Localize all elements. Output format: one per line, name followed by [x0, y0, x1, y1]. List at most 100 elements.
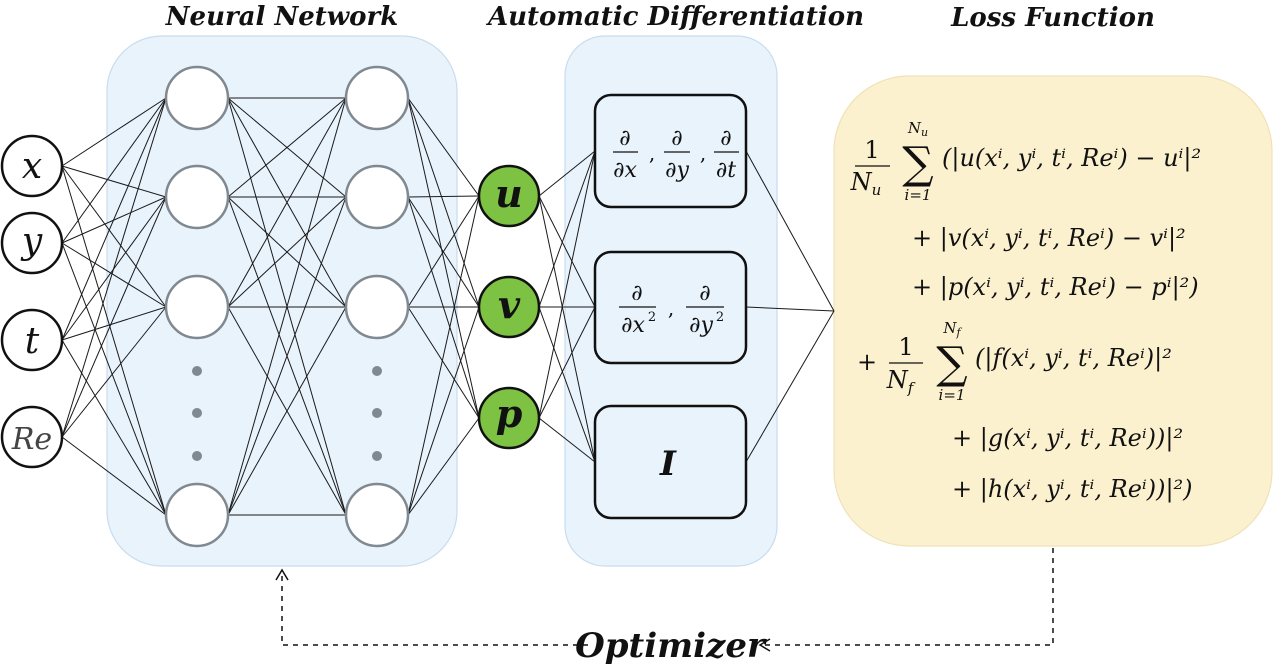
loss-formula: 1 Nu Nu ∑ i=1 (|u(xⁱ, yⁱ, tⁱ, Reⁱ) − uⁱ|…	[850, 119, 1201, 504]
connection-line	[538, 150, 596, 419]
connection-line	[227, 196, 347, 308]
hidden-node	[344, 274, 410, 340]
partial-den-y2: ∂y	[689, 313, 713, 338]
connection-line	[61, 165, 167, 198]
connection-line	[407, 195, 480, 198]
connection-line	[61, 97, 167, 167]
partial-den-x2: ∂x	[621, 313, 645, 338]
connection-line	[538, 150, 596, 308]
identity-label: I	[659, 444, 677, 484]
hidden-node	[344, 65, 410, 131]
output-node-v: v	[477, 275, 541, 339]
input-node-t: t	[0, 308, 64, 372]
connection-line	[407, 417, 480, 516]
output-label-v: v	[498, 282, 521, 327]
partial-num: ∂	[671, 126, 682, 151]
connection-line	[407, 97, 480, 419]
input-node-y: y	[0, 211, 64, 275]
hidden-node	[164, 274, 230, 340]
output-node-u: u	[477, 164, 541, 228]
hidden-node	[164, 482, 230, 548]
sum-upper-f: Nf	[942, 319, 962, 339]
loss-line-u: (|u(xⁱ, yⁱ, tⁱ, Reⁱ) − uⁱ|²	[942, 144, 1201, 173]
partial-num: ∂	[631, 281, 642, 306]
hidden-layer-2	[344, 65, 410, 548]
input-label-y: y	[20, 221, 43, 262]
sum-upper-u: Nu	[907, 119, 928, 139]
connection-line	[227, 306, 347, 516]
svg-text:,: ,	[649, 141, 655, 165]
output-label-u: u	[495, 171, 523, 216]
loss-frac-one-f: 1	[898, 333, 913, 361]
optimizer-label: Optimizer	[575, 626, 767, 666]
hidden-layer-2-ellipsis	[372, 366, 382, 461]
connection-line	[61, 97, 167, 438]
partial-den-t: ∂t	[716, 158, 736, 183]
connection-line	[227, 97, 347, 516]
connection-line	[407, 306, 480, 516]
input-label-t: t	[25, 321, 40, 362]
connection-line	[538, 417, 596, 463]
partial-num: ∂	[720, 126, 731, 151]
connection-line	[61, 242, 167, 516]
connection-line	[407, 306, 480, 419]
input-label-x: x	[22, 146, 42, 187]
loss-line-v: + |v(xⁱ, yⁱ, tⁱ, Reⁱ) − vⁱ|²	[912, 224, 1186, 253]
connection-line	[61, 306, 167, 438]
autodiff-title: Automatic Differentiation	[485, 2, 864, 32]
hidden-node	[164, 164, 230, 230]
svg-text:,: ,	[668, 296, 674, 320]
loss-function-title: Loss Function	[950, 3, 1155, 33]
loss-line-p: + |p(xⁱ, yⁱ, tⁱ, Reⁱ) − pⁱ|²)	[912, 273, 1199, 302]
sum-lower-u: i=1	[905, 186, 932, 204]
identity-box: I	[593, 404, 748, 520]
connection-line	[61, 339, 167, 516]
loss-line-g: + |g(xⁱ, yⁱ, tⁱ, Reⁱ))|²	[952, 424, 1183, 453]
input-label-re: Re	[11, 422, 52, 457]
connection-line	[227, 97, 347, 308]
svg-text:,: ,	[700, 141, 706, 165]
partial-den-x: ∂x	[613, 158, 637, 183]
sum-symbol-f: ∑	[936, 338, 967, 389]
connection-line	[538, 306, 596, 419]
connection-line	[538, 150, 596, 197]
connection-line	[538, 195, 596, 463]
partial-num: ∂	[619, 126, 630, 151]
optimizer-to-network-arrow	[275, 568, 588, 646]
connection-line	[407, 195, 480, 308]
hidden-node	[164, 65, 230, 131]
connection-line	[538, 195, 596, 308]
connection-line	[61, 165, 167, 516]
connection-line	[407, 97, 480, 308]
connection-line	[745, 310, 835, 463]
hidden-node	[344, 164, 410, 230]
second-order-derivative-box: ∂ ∂x 2 , ∂ ∂y 2	[593, 250, 748, 365]
partial-num: ∂	[699, 281, 710, 306]
connection-line	[61, 306, 167, 341]
loss-frac-nu: Nu	[850, 168, 882, 199]
connection-line	[745, 150, 835, 312]
hidden-layer-1-ellipsis	[192, 366, 202, 461]
connection-line	[61, 165, 167, 308]
connection-line	[407, 97, 480, 197]
exponent: 2	[716, 310, 724, 325]
connection-line	[61, 97, 167, 244]
loss-frac-one: 1	[864, 136, 879, 164]
neural-network-title: Neural Network	[165, 2, 398, 32]
input-node-x: x	[0, 134, 64, 198]
loss-line-f: (|f(xⁱ, yⁱ, tⁱ, Reⁱ)|²	[975, 344, 1172, 373]
hidden-layer-1	[164, 65, 230, 548]
connection-line	[61, 242, 167, 308]
hidden-node	[344, 482, 410, 548]
partial-den-y: ∂y	[665, 158, 689, 183]
input-node-re: Re	[0, 405, 64, 469]
connection-line	[538, 306, 596, 463]
loss-to-optimizer-arrow	[758, 548, 1054, 652]
loss-line-h: + |h(xⁱ, yⁱ, tⁱ, Reⁱ))|²)	[952, 475, 1193, 504]
connection-line	[61, 196, 167, 438]
exponent: 2	[648, 310, 656, 325]
connection-line	[407, 195, 480, 516]
first-order-derivative-box: ∂ ∂x , ∂ ∂y , ∂ ∂t	[593, 93, 748, 209]
connection-line	[61, 97, 167, 341]
